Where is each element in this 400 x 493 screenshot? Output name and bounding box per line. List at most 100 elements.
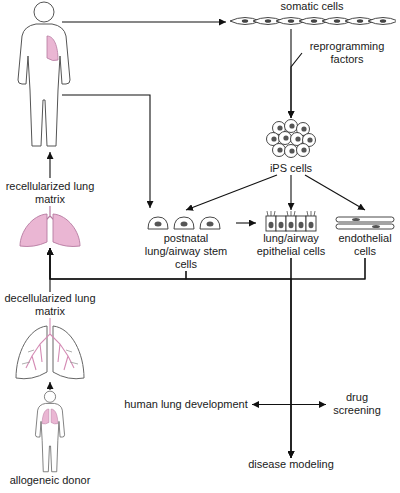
epi-shape <box>267 211 275 216</box>
recell-drawing <box>4 206 96 248</box>
recell-shape <box>20 214 47 247</box>
ips-shape <box>279 132 292 145</box>
somatic-shape <box>368 18 396 25</box>
postnatal-illustration <box>136 210 236 232</box>
node-label: postnatal lung/airway stem cells <box>136 232 236 271</box>
ips-shape <box>295 136 300 141</box>
decell-shape <box>22 350 78 364</box>
flow-arrow <box>252 404 326 405</box>
ips-shape <box>283 135 288 140</box>
person-shape <box>44 391 55 402</box>
person-drawing <box>33 390 67 474</box>
decell-drawing <box>4 318 96 382</box>
node-box: reprogramming factors <box>302 40 392 66</box>
postnatal-shape <box>181 222 188 227</box>
node-box: decellularized lung matrix <box>4 292 96 382</box>
node-label: somatic cells <box>228 0 396 13</box>
node-box: postnatal lung/airway stem cells <box>136 210 236 271</box>
flow-arrow <box>291 53 302 118</box>
patient-to-somatic-arrow <box>62 21 226 22</box>
ips-shape <box>297 144 310 157</box>
epi-shape <box>307 211 315 216</box>
somatic-shape <box>242 19 248 23</box>
decell-shape <box>16 326 47 379</box>
node-box: recellularized lung matrix <box>4 180 96 248</box>
somatic-shape <box>380 19 386 23</box>
node-label: endothelial cells <box>334 232 396 258</box>
epi-shape <box>269 222 274 228</box>
node-label: recellularized lung matrix <box>4 180 96 206</box>
postnatal-drawing <box>136 210 236 232</box>
node-box: somatic cells <box>228 0 396 29</box>
flow-arrow <box>186 175 277 210</box>
illustration-part <box>18 24 70 146</box>
flow-arrow <box>305 175 365 210</box>
node-label: iPS cells <box>259 162 323 175</box>
somatic-illustration <box>228 13 396 29</box>
ips-shape <box>289 148 294 153</box>
node-label: reprogramming factors <box>302 40 392 66</box>
postnatal-shape <box>200 217 220 229</box>
node-label: allogeneic donor <box>4 474 96 487</box>
patient-figure <box>18 2 70 146</box>
ips-shape <box>301 147 306 152</box>
flow-arrow <box>291 258 365 458</box>
epi-shape <box>296 216 306 231</box>
illustration-part <box>34 2 54 22</box>
somatic-shape <box>288 19 294 23</box>
epi-shape <box>306 216 316 231</box>
ips-shape <box>271 136 276 141</box>
ips-shape <box>273 144 286 157</box>
somatic-shape <box>311 19 317 23</box>
endo-shape <box>352 218 360 221</box>
flow-arrow <box>236 222 256 223</box>
node-label: drug screening <box>326 391 388 417</box>
decell-shape <box>53 326 84 379</box>
epi-shape <box>309 222 314 228</box>
recell-shape <box>53 214 80 247</box>
node-box: lung/airway epithelial cells <box>256 210 326 258</box>
flow-arrow <box>49 248 50 292</box>
somatic-shape <box>265 19 271 23</box>
endo-illustration <box>334 210 396 232</box>
node-label: lung/airway epithelial cells <box>256 232 326 258</box>
endo-shape <box>336 217 394 222</box>
epi-shape <box>287 211 295 216</box>
endo-drawing <box>334 210 396 232</box>
epi-shape <box>289 222 294 228</box>
postnatal-shape <box>174 217 194 229</box>
ips-illustration <box>259 118 323 162</box>
ips-shape <box>285 145 298 158</box>
ips-shape <box>289 123 294 128</box>
ips-shape <box>301 126 306 131</box>
ips-shape <box>277 125 282 130</box>
somatic-drawing <box>228 13 396 29</box>
person-illustration <box>4 390 96 474</box>
epi-shape <box>276 216 286 231</box>
person-shape <box>51 409 58 424</box>
somatic-shape <box>357 19 363 23</box>
node-box: disease modeling <box>236 458 346 471</box>
ips-drawing <box>259 118 323 162</box>
endo-shape <box>336 224 394 229</box>
flow-arrow <box>186 271 291 458</box>
postnatal-shape <box>155 222 162 227</box>
postnatal-shape <box>148 217 168 229</box>
epi-illustration <box>256 210 326 232</box>
node-box: drug screening <box>326 391 388 417</box>
node-label: disease modeling <box>236 458 346 471</box>
illustration-part <box>47 36 58 61</box>
node-box: endothelial cells <box>334 210 396 258</box>
person-shape <box>35 403 64 471</box>
ips-shape <box>285 120 298 133</box>
postnatal-shape <box>207 222 214 227</box>
epi-shape <box>266 216 276 231</box>
decell-illustration <box>4 318 96 382</box>
decell-shape <box>26 318 74 370</box>
epi-drawing <box>256 210 326 232</box>
flow-arrow <box>290 175 291 210</box>
node-box: allogeneic donor <box>4 390 96 487</box>
node-box: iPS cells <box>259 118 323 175</box>
epi-shape <box>299 222 304 228</box>
